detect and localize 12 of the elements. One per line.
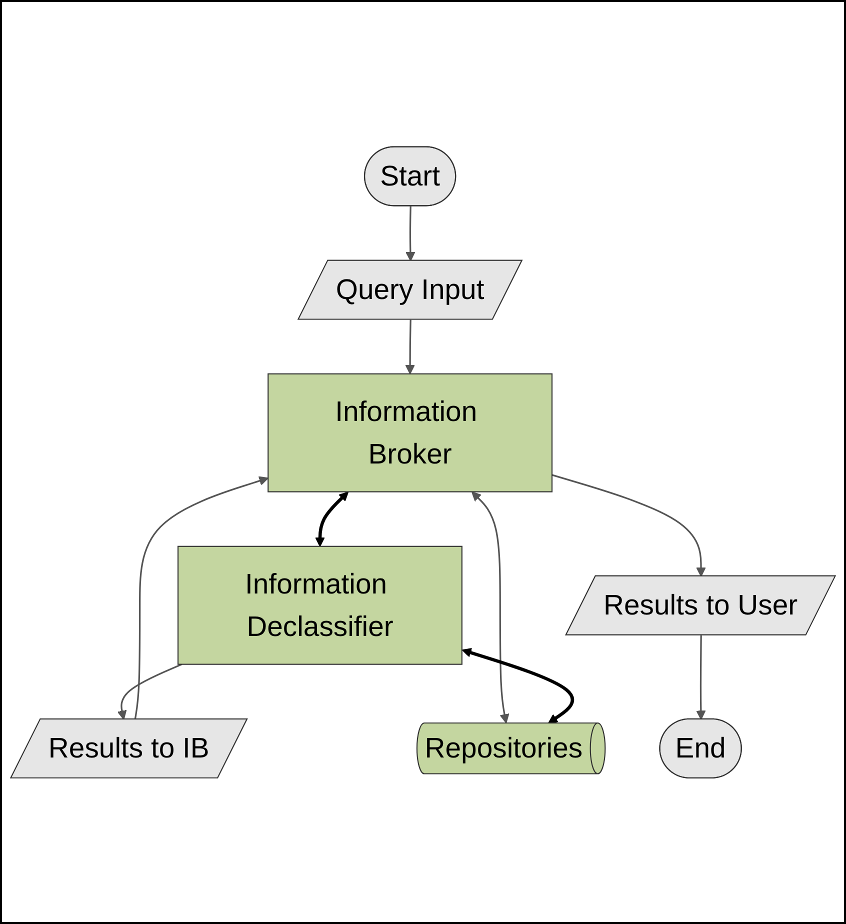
arrow <box>696 635 706 720</box>
arrow <box>405 319 415 374</box>
node-text: Repositories <box>424 731 583 764</box>
arrow <box>462 648 574 724</box>
arrow <box>472 491 510 724</box>
arrow <box>552 474 706 577</box>
arrow <box>315 491 349 547</box>
arrow <box>406 206 416 261</box>
node-box: Information Declassifier <box>177 546 462 665</box>
arrow <box>134 476 269 720</box>
arrow <box>117 663 182 720</box>
node-box: Information Broker <box>268 373 553 492</box>
